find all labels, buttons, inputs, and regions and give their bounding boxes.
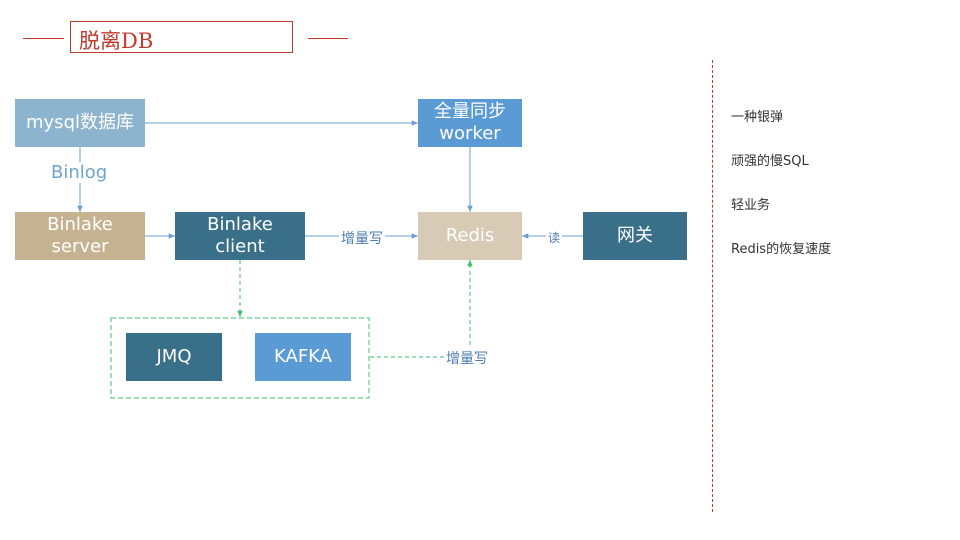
node-gateway-label: 网关 — [617, 225, 653, 246]
node-sync-worker: 全量同步 worker — [418, 99, 522, 147]
node-redis: Redis — [418, 212, 522, 260]
node-jmq: JMQ — [126, 333, 222, 381]
title-box: 脱离DB — [70, 21, 293, 53]
node-kafka-label: KAFKA — [274, 346, 332, 367]
edge-label-read: 读 — [546, 229, 563, 246]
title-line-right — [308, 38, 348, 39]
note-item: 轻业务 — [731, 198, 771, 213]
node-mysql: mysql数据库 — [15, 99, 145, 147]
edge-label-incremental-write-bottom: 增量写 — [444, 348, 490, 368]
node-binlake-client: Binlake client — [175, 212, 305, 260]
node-kafka: KAFKA — [255, 333, 351, 381]
node-gateway: 网关 — [583, 212, 687, 260]
node-binlake-client-line2: client — [215, 236, 265, 257]
edge-label-binlog: Binlog — [49, 162, 110, 183]
node-sync-worker-line2: worker — [439, 123, 501, 144]
node-jmq-label: JMQ — [156, 346, 192, 367]
vertical-divider — [712, 60, 713, 512]
node-binlake-server: Binlake server — [15, 212, 145, 260]
node-redis-label: Redis — [445, 225, 495, 246]
node-binlake-client-line1: Binlake — [207, 214, 273, 235]
note-item: 顽强的慢SQL — [731, 154, 809, 169]
page-title: 脱离DB — [79, 29, 154, 53]
node-mysql-label: mysql数据库 — [26, 112, 134, 133]
node-binlake-server-line2: server — [51, 236, 109, 257]
edge-label-incremental-write-top: 增量写 — [339, 228, 385, 248]
note-item: Redis的恢复速度 — [731, 242, 832, 257]
mq-group-container — [110, 317, 370, 399]
note-item: 一种银弹 — [731, 110, 784, 125]
title-line-left — [23, 38, 64, 39]
node-binlake-server-line1: Binlake — [47, 214, 113, 235]
edge-mq-group-to-redis — [370, 260, 473, 358]
notes-list: 一种银弹 顽强的慢SQL 轻业务 Redis的恢复速度 — [731, 106, 831, 282]
node-sync-worker-line1: 全量同步 — [434, 101, 506, 122]
